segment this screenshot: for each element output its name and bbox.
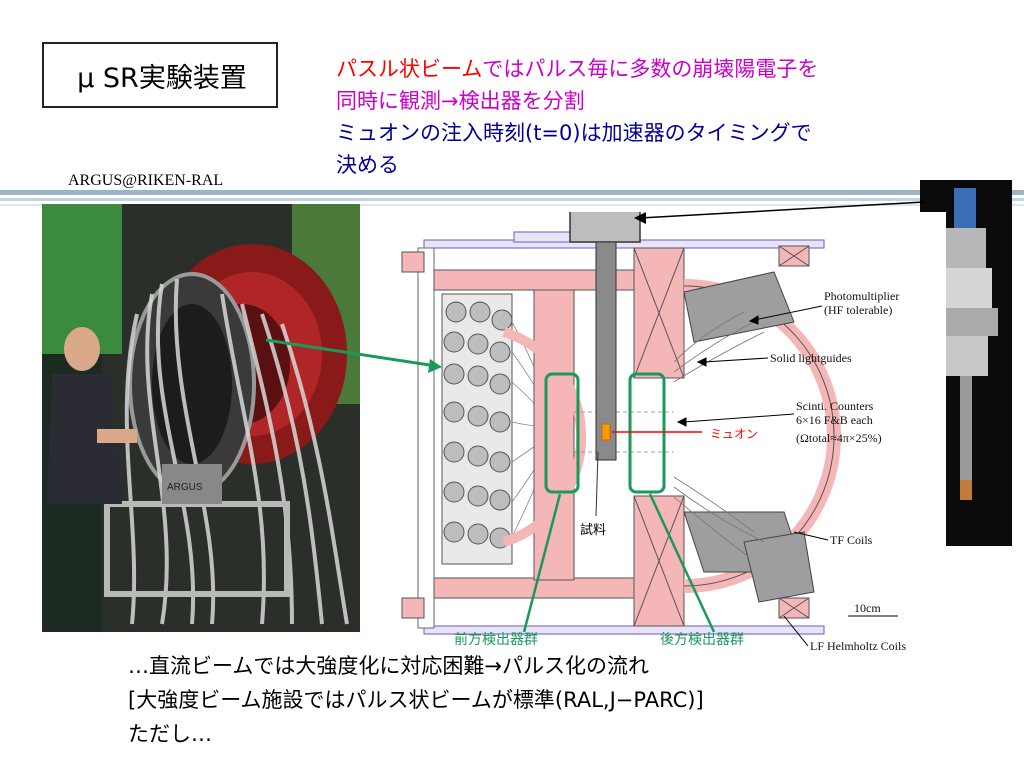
header-line-2: 同時に観測→検出器を分割 [336, 89, 585, 113]
forward-detector-highlight [544, 372, 580, 494]
tf-coil-bottom [433, 577, 655, 599]
footer-line-1: …直流ビームでは大強度化に対応困難→パルス化の流れ [128, 654, 649, 678]
forward-photomultipliers [441, 293, 513, 565]
pulsed-beam-term: パスル状ビーム [336, 57, 483, 81]
forward-coil [533, 289, 575, 581]
label-scinti: Scinti. Counters [796, 399, 874, 413]
label-lightguides: Solid lightguides [770, 351, 852, 365]
slide-title: μ SR実験装置 [77, 63, 247, 94]
header-line-3: ミュオンの注入時刻(t=0)は加速器のタイミングで [336, 121, 812, 145]
label-omega: (Ωtotal≈4π×25%) [796, 431, 882, 445]
backward-photomultipliers [683, 271, 815, 603]
header-line-4: 決める [336, 153, 399, 177]
forward-detector-label: 前方検出器群 [454, 631, 538, 648]
footer-line-3: ただし… [128, 722, 212, 746]
muon-label: ミュオン [710, 427, 758, 441]
photo-caption: ARGUS@RIKEN-RAL [68, 172, 224, 189]
header-line-1-rest: ではパルス毎に多数の崩壊陽電子を [482, 57, 819, 81]
label-lf-coils: LF Helmholtz Coils [810, 639, 906, 653]
title-box: μ SR実験装置 [42, 42, 278, 108]
sample-rod [595, 241, 617, 461]
header-divider [0, 190, 1024, 208]
label-tf-coils: TF Coils [830, 533, 873, 547]
sample [601, 423, 611, 441]
detector-cross-section-diagram: ミュオン 試料 Photomultiplier (HF tolerable) S… [384, 212, 946, 658]
bottom-plate [423, 625, 825, 635]
sample-label: 試料 [580, 522, 606, 538]
tf-coil-top [433, 269, 655, 291]
argus-apparatus-photo: ARGUS [42, 204, 360, 632]
label-photomultiplier-sub: (HF tolerable) [824, 303, 892, 317]
label-scinti-sub: 6×16 F&B each [796, 413, 873, 427]
label-scale: 10cm [854, 601, 881, 615]
backward-detector-highlight [628, 372, 666, 494]
backward-detector-label: 後方検出器群 [660, 632, 744, 648]
header-line-1: パスル状ビームではパルス毎に多数の崩壊陽電子を [336, 56, 818, 83]
argus-label: ARGUS [167, 482, 203, 493]
label-photomultiplier: Photomultiplier [824, 289, 899, 303]
sample-holder-flange [569, 212, 641, 243]
footer-line-2: [大強度ビーム施設ではパルス状ビームが標準(RAL,J−PARC)] [128, 688, 704, 712]
